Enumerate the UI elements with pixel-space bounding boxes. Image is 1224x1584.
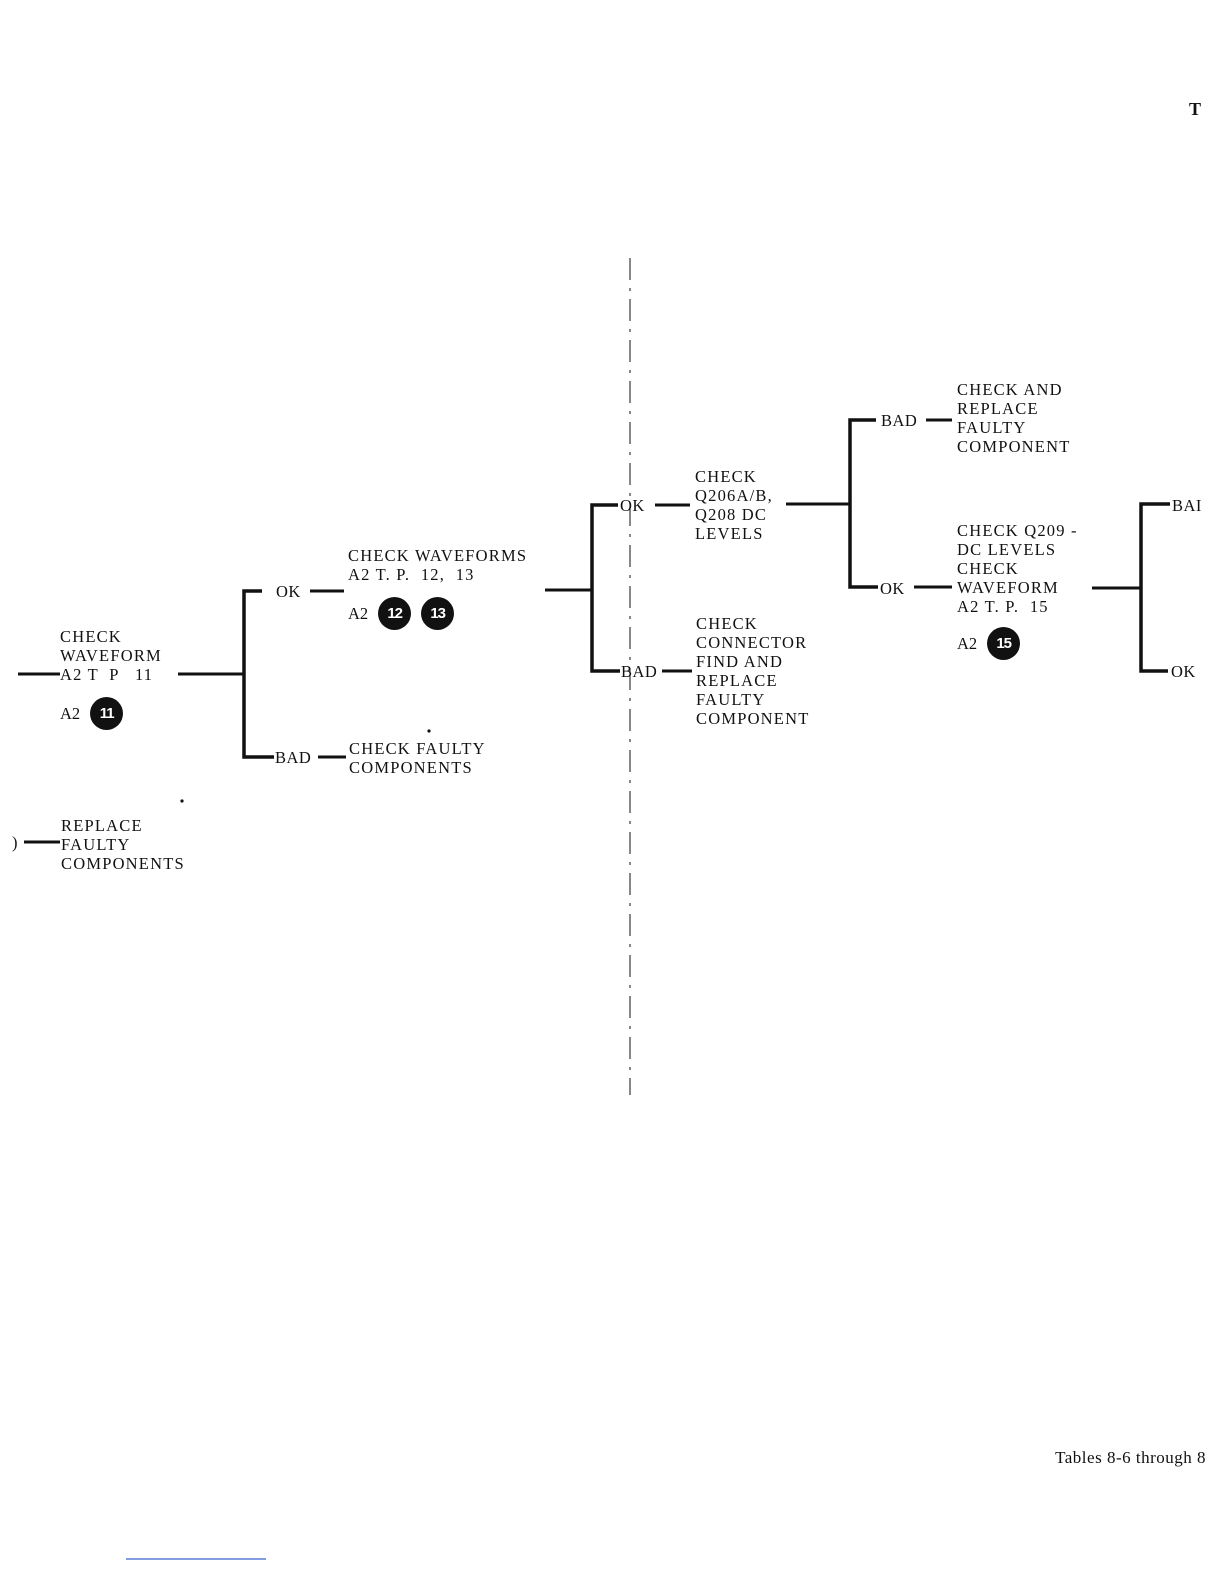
branch-ok-edge: OK xyxy=(1171,662,1196,681)
node-check-and-replace: CHECK AND REPLACE FAULTY COMPONENT xyxy=(957,380,1071,456)
bracket-4 xyxy=(1139,502,1170,673)
branch-ok-3: OK xyxy=(880,579,905,598)
bracket-1 xyxy=(242,589,274,759)
ref-tp11: A2 11 xyxy=(60,697,124,730)
branch-ok-2: OK xyxy=(620,496,645,515)
node-check-waveform-tp11: CHECK WAVEFORM A2 T P 11 xyxy=(60,627,162,684)
node-check-waveforms-tp12-13: CHECK WAVEFORMS A2 T. P. 12, 13 xyxy=(348,546,528,584)
test-point-badge-12: 12 xyxy=(378,597,412,630)
test-point-badge-15: 15 xyxy=(987,627,1021,660)
left-edge-mark: ) xyxy=(12,833,18,852)
page-footer: Tables 8-6 through 8 xyxy=(1055,1448,1206,1467)
node-check-q209: CHECK Q209 - DC LEVELS CHECK WAVEFORM A2… xyxy=(957,521,1078,616)
bracket-3 xyxy=(848,418,878,589)
ref-board: A2 xyxy=(60,704,81,723)
test-point-badge-13: 13 xyxy=(421,597,455,630)
branch-ok-1: OK xyxy=(276,582,301,601)
node-replace-faulty-components: REPLACE FAULTY COMPONENTS xyxy=(61,816,185,873)
node-check-faulty-components: CHECK FAULTY COMPONENTS xyxy=(349,739,486,777)
branch-bad-3: BAD xyxy=(881,411,918,430)
ref-tp15: A2 15 xyxy=(957,627,1021,660)
node-check-connector: CHECK CONNECTOR FIND AND REPLACE FAULTY … xyxy=(696,614,810,728)
test-point-badge-11: 11 xyxy=(90,697,124,730)
ref-tp12-13: A2 12 13 xyxy=(348,597,455,630)
branch-bad-1: BAD xyxy=(275,748,312,767)
ref-board: A2 xyxy=(957,634,978,653)
branch-bad-2: BAD xyxy=(621,662,658,681)
ref-board: A2 xyxy=(348,604,369,623)
bracket-2 xyxy=(590,503,620,673)
node-check-q206-q208: CHECK Q206A/B, Q208 DC LEVELS xyxy=(695,467,773,543)
corner-mark: T xyxy=(1189,99,1202,119)
branch-bad-edge: BAI xyxy=(1172,496,1202,515)
